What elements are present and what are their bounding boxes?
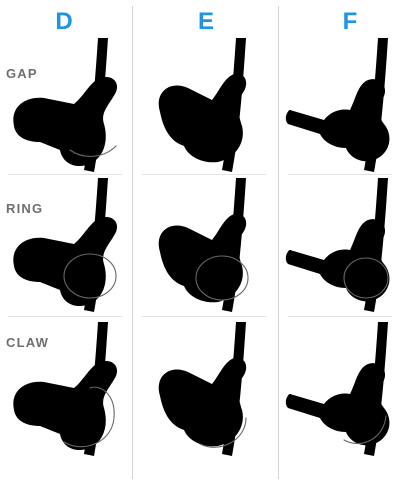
grip-d-claw-illustration (4, 322, 124, 458)
grip-d-gap-illustration (4, 38, 124, 174)
row-divider-d-1 (8, 174, 122, 175)
grip-e-gap-illustration (142, 38, 262, 174)
grip-f-claw-illustration (284, 322, 396, 458)
row-divider-f-1 (288, 174, 392, 175)
grip-e-ring-illustration (142, 178, 262, 314)
row-divider-e-2 (142, 316, 266, 317)
row-divider-d-2 (8, 316, 122, 317)
column-heading-d: D (34, 8, 94, 36)
grip-e-claw-illustration (142, 322, 262, 458)
row-divider-f-2 (288, 316, 392, 317)
column-heading-e: E (176, 8, 236, 36)
grip-d-ring-illustration (4, 178, 124, 314)
grip-f-gap-illustration (284, 38, 396, 174)
row-divider-e-1 (142, 174, 266, 175)
grip-f-ring-illustration (284, 178, 396, 314)
column-divider-2 (278, 6, 279, 479)
column-divider-1 (132, 6, 133, 479)
column-heading-f: F (320, 8, 380, 36)
